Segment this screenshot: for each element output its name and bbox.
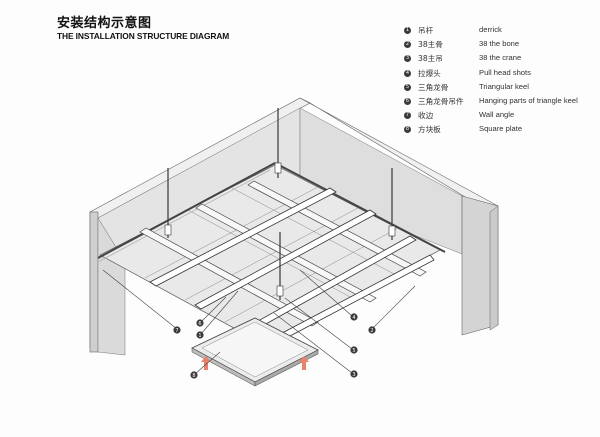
title-english: THE INSTALLATION STRUCTURE DIAGRAM <box>57 31 230 41</box>
legend: 1 吊杆 derrick 2 38主骨 38 the bone 3 38主吊 3… <box>402 25 598 139</box>
legend-number-dot: 3 <box>404 55 411 63</box>
crane-clip <box>164 224 172 236</box>
legend-label-cn: 吊杆 <box>418 26 434 35</box>
legend-label-cn: 38主骨 <box>418 40 443 50</box>
svg-text:7: 7 <box>175 328 178 334</box>
up-arrow-icon <box>299 356 309 370</box>
svg-text:8: 8 <box>192 373 195 379</box>
leader-line <box>200 296 227 323</box>
leader-line <box>102 269 178 330</box>
svg-text:6: 6 <box>198 321 201 327</box>
legend-label-cn: 方块板 <box>418 125 441 135</box>
svg-text:4: 4 <box>352 315 355 321</box>
legend-number-dot: 6 <box>404 97 411 105</box>
legend-label-en: derrick <box>479 25 502 34</box>
legend-label-en: 38 the bone <box>479 39 520 49</box>
legend-item: 4 拉爆头 Pull head shots <box>402 68 598 82</box>
svg-text:3: 3 <box>352 372 355 378</box>
legend-label-en: 38 the crane <box>479 53 522 63</box>
callout-8: 8 <box>190 371 198 379</box>
legend-item: 2 38主骨 38 the bone <box>402 39 598 53</box>
crane-clip <box>276 285 284 297</box>
legend-item: 3 38主吊 38 the crane <box>402 53 598 67</box>
legend-label-cn: 收边 <box>418 111 434 121</box>
callout-2: 2 <box>368 326 376 334</box>
wall-structure <box>89 97 499 356</box>
svg-text:1: 1 <box>198 333 201 339</box>
callout-4: 4 <box>350 313 358 321</box>
callout-6: 6 <box>196 319 204 327</box>
leader-line <box>299 269 353 317</box>
crane-clip <box>274 162 282 174</box>
leader-line <box>200 290 239 335</box>
legend-number-dot: 2 <box>404 41 411 49</box>
legend-label-en: Wall angle <box>479 110 515 120</box>
callout-markers: 4 2 7 6 1 5 3 <box>173 313 376 379</box>
legend-number-dot: 7 <box>404 112 411 120</box>
main-keel <box>195 203 377 303</box>
legend-label-cn: 38主吊 <box>418 54 443 64</box>
leader-lines <box>102 269 416 375</box>
leader-line <box>371 285 416 330</box>
legend-label-en: Hanging parts of triangle keel <box>479 95 578 105</box>
callout-1: 1 <box>196 331 204 339</box>
square-plate-inner <box>201 321 309 378</box>
callout-7: 7 <box>173 326 181 334</box>
wall-angle-right <box>274 162 446 253</box>
callout-3: 3 <box>350 370 358 378</box>
legend-item: 1 吊杆 derrick <box>402 25 598 39</box>
wall-angle-left-lower <box>97 169 271 263</box>
legend-label-en: Square plate <box>479 124 523 134</box>
square-plate-group <box>191 317 319 387</box>
legend-item: 7 收边 Wall angle <box>402 110 598 124</box>
title-chinese: 安装结构示意图 <box>57 16 152 31</box>
legend-label-en: Pull head shots <box>479 67 531 77</box>
leader-line <box>284 297 353 350</box>
legend-label-cn: 三角龙骨吊件 <box>418 96 464 106</box>
legend-label-cn: 拉爆头 <box>418 68 441 78</box>
leader-line <box>273 312 353 374</box>
leader-line <box>194 351 221 375</box>
legend-label-cn: 三角龙骨 <box>418 82 449 92</box>
callout-5: 5 <box>350 346 358 354</box>
legend-number-dot: 8 <box>404 126 411 134</box>
wall-angle-trim <box>97 162 446 263</box>
up-arrow-icon <box>201 356 211 370</box>
main-keel <box>139 227 319 327</box>
svg-text:5: 5 <box>352 348 355 354</box>
hanging-rods <box>164 108 396 300</box>
legend-number-dot: 4 <box>404 69 411 77</box>
legend-label-en: Triangular keel <box>479 81 529 91</box>
crane-clip <box>388 225 396 237</box>
triangle-keel <box>149 187 337 287</box>
legend-item: 5 三角龙骨 Triangular keel <box>402 82 598 96</box>
legend-number-dot: 5 <box>404 83 411 91</box>
legend-item: 8 方块板 Square plate <box>402 124 598 138</box>
left-wall-front-block <box>89 211 99 353</box>
svg-text:2: 2 <box>370 328 373 334</box>
right-wall-front-edge <box>489 205 499 331</box>
legend-number-dot: 1 <box>404 27 411 34</box>
wall-angle-left <box>97 162 276 259</box>
legend-item: 6 三角龙骨吊件 Hanging parts of triangle keel <box>402 96 598 110</box>
triangle-keel <box>194 209 377 310</box>
